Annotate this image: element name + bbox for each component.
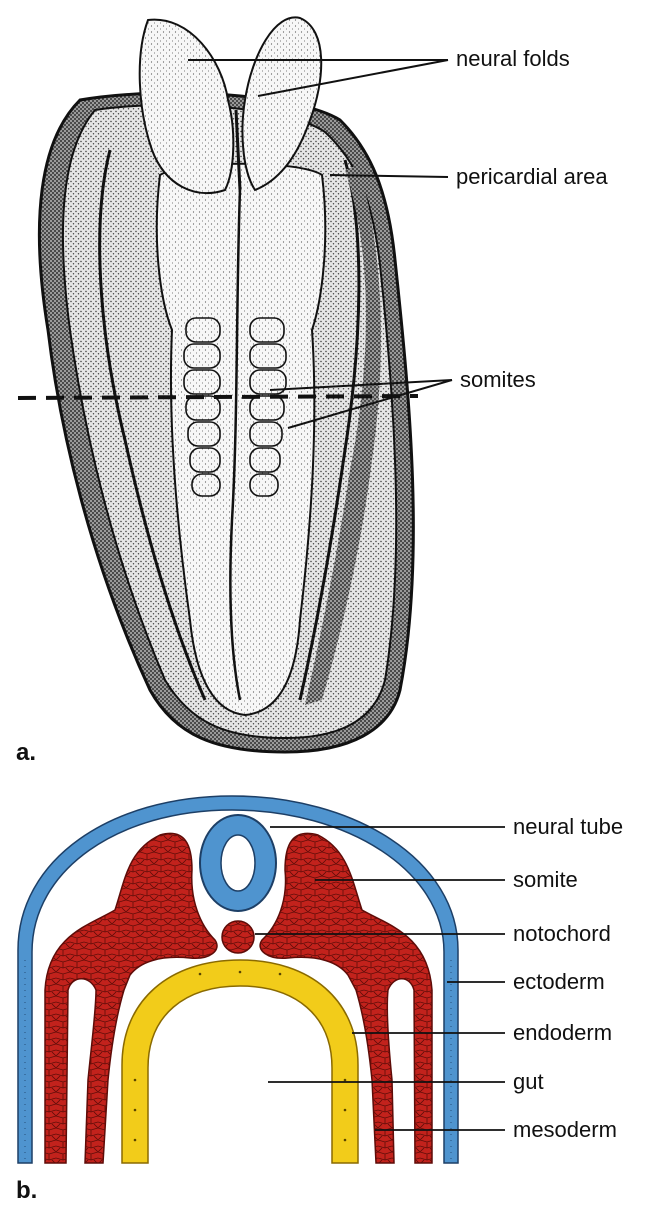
panel-b-cross-section: [18, 796, 458, 1163]
label-ectoderm: ectoderm: [513, 969, 605, 994]
label-pericardial-area: pericardial area: [456, 164, 608, 189]
label-mesoderm: mesoderm: [513, 1117, 617, 1142]
label-neural-folds: neural folds: [456, 46, 570, 71]
label-neural-tube: neural tube: [513, 814, 623, 839]
neural-tube-lumen: [221, 835, 255, 891]
panel-b-label: b.: [16, 1177, 37, 1204]
endoderm-layer: [122, 960, 358, 1163]
label-somite: somite: [513, 867, 578, 892]
notochord: [222, 921, 254, 953]
label-gut: gut: [513, 1069, 544, 1094]
label-somites: somites: [460, 367, 536, 392]
label-notochord: notochord: [513, 921, 611, 946]
label-endoderm: endoderm: [513, 1020, 612, 1045]
panel-a-label: a.: [16, 739, 36, 766]
section-plane-line: [18, 396, 418, 398]
